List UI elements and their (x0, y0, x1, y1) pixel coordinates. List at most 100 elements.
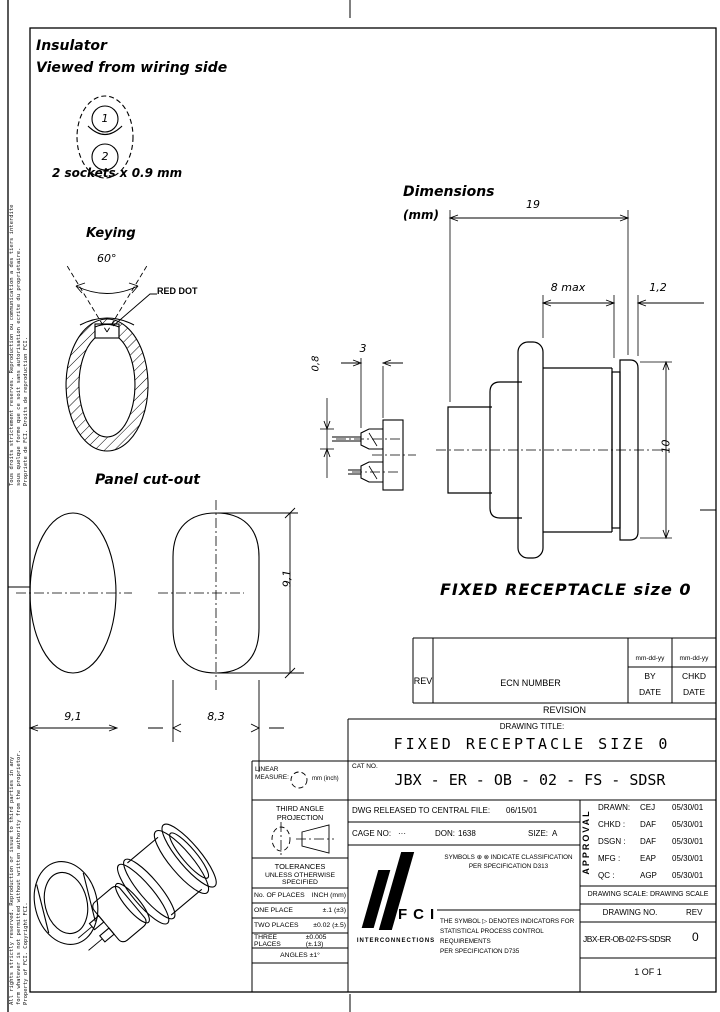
rev-label: REV (686, 908, 703, 917)
tolerance-row: TWO PLACES ±0.02 (±.5) (254, 918, 346, 933)
released-date: 06/15/01 (506, 806, 538, 815)
dimensions-units: (mm) (403, 208, 439, 222)
cutout-dd-height-dim: 9,1 (280, 569, 294, 588)
by-date-sub: DATE (638, 687, 662, 697)
symbols-note-line: PER SPECIFICATION D313 (468, 863, 549, 870)
tolerance-value: ±0.005 (±.13) (305, 933, 327, 948)
approval-name: EAP (640, 854, 657, 863)
margin-note-french-line: Tous droits strictement reserves. Reprod… (9, 204, 15, 486)
size-value: A (552, 829, 558, 838)
keying-view (65, 263, 157, 452)
approval-row: QC : AGP 05/30/01 (598, 871, 714, 886)
approval-role: CHKD : (598, 820, 626, 829)
bell-diameter-dim: 10 (659, 439, 673, 454)
approval-date: 05/30/01 (672, 871, 704, 880)
tolerance-value: ±.1 (±3) (322, 907, 346, 914)
tolerances-title: TOLERANCES (274, 862, 326, 871)
contact-detail-view (320, 358, 416, 491)
socket-number-2: 2 (101, 150, 109, 163)
cat-no-value: JBX - ER - OB - 02 - FS - SDSR (394, 771, 666, 789)
tolerance-label: ONE PLACE (254, 907, 293, 914)
keying-angle-dim: 60° (97, 252, 117, 265)
drawing-title-label: DRAWING TITLE: (499, 722, 565, 731)
rev-column-header: REV (413, 676, 433, 686)
insulator-caption: 2 sockets x 0.9 mm (52, 166, 183, 180)
socket-diameter-dim: 0,8 (310, 355, 322, 372)
spc-note-line: THE SYMBOL ▷ DENOTES INDICATORS FOR (440, 918, 575, 925)
approval-role: MFG : (598, 854, 621, 863)
ecn-column-header: ECN NUMBER (500, 678, 561, 688)
approval-date: 05/30/01 (672, 820, 704, 829)
projection-symbols (271, 771, 334, 856)
margin-note-french: Tous droits strictement reserves. Reprod… (9, 28, 30, 486)
tolerance-value: INCH (mm) (311, 892, 346, 899)
projection-label: THIRD ANGLE PROJECTION (276, 804, 324, 822)
insulator-subtitle: Viewed from wiring side (36, 60, 228, 76)
approval-row: MFG : EAP 05/30/01 (598, 854, 714, 869)
tolerance-row: ONE PLACE ±.1 (±3) (254, 903, 346, 918)
panel-cutout-view (16, 500, 304, 772)
approval-date: 05/30/01 (672, 837, 704, 846)
drawing-scale-label: DRAWING SCALE: DRAWING SCALE (587, 891, 709, 898)
chkd-column-header: CHKD (681, 671, 707, 681)
cage-no-value: ··· (398, 829, 406, 838)
fci-logo-subtext: INTERCONNECTIONS (356, 938, 436, 944)
linear-measure-label: LINEAR MEASURE: (255, 766, 289, 781)
drawing-no-label: DRAWING NO. (602, 908, 658, 917)
socket-number-1: 1 (101, 112, 109, 125)
insulator-view (76, 95, 134, 179)
revision-footer: REVISION (542, 705, 586, 715)
don-value: 1638 (458, 829, 476, 838)
margin-note-english: All rights strictly reserved. Reproducti… (9, 560, 30, 1005)
cat-no-label: CAT NO. (352, 763, 378, 770)
panel-cutout-title: Panel cut-out (95, 472, 200, 488)
sheet-frame (7, 0, 717, 1012)
title-block-grid (251, 637, 716, 992)
keying-title: Keying (86, 226, 136, 241)
approval-vertical-label: APPROVAL (581, 809, 591, 875)
symbols-note: SYMBOLS ⊕ ⊗ INDICATE CLASSIFICATION PER … (440, 853, 577, 871)
view-caption: FIXED RECEPTACLE size 0 (440, 580, 692, 599)
sheet-number: 1 OF 1 (634, 967, 662, 977)
by-column-header: BY (644, 671, 656, 681)
spc-note-line: PER SPECIFICATION D735 (440, 948, 520, 955)
margin-note-english-line: form whatever is not permitted without w… (16, 750, 22, 1005)
barrel-length-dim: 8 max (550, 281, 586, 294)
approval-row: DRAWN: CEJ 05/30/01 (598, 803, 714, 818)
tolerance-row: No. OF PLACES INCH (mm) (254, 888, 346, 903)
insulator-title: Insulator (36, 38, 107, 54)
tolerances-subtitle: UNLESS OTHERWISE SPECIFIED (264, 872, 336, 886)
tolerance-row: ANGLES ±1° (254, 948, 346, 963)
spc-note: THE SYMBOL ▷ DENOTES INDICATORS FOR STAT… (440, 917, 577, 957)
margin-note-french-line: Propriete de FCI. Droits de reproduction… (23, 336, 29, 486)
dimensions-title: Dimensions (403, 184, 495, 200)
approval-name: DAF (640, 820, 656, 829)
isometric-view (33, 823, 217, 951)
approval-row: DSGN : DAF 05/30/01 (598, 837, 714, 852)
released-label: DWG RELEASED TO CENTRAL FILE: (352, 806, 491, 815)
tolerance-label: THREE PLACES (254, 933, 281, 948)
approval-role: QC : (598, 871, 615, 880)
approval-role: DRAWN: (598, 803, 631, 812)
cutout-circle-width-dim: 9,1 (64, 710, 82, 723)
spc-note-line: STATISTICAL PROCESS CONTROL REQUIREMENTS (440, 928, 544, 945)
by-date-format: mm-dd-yy (635, 655, 665, 662)
approval-role: DSGN : (598, 837, 626, 846)
approval-row: CHKD : DAF 05/30/01 (598, 820, 714, 835)
drawing-no-value: JBX-ER-OB-02-FS-SDSR (583, 934, 671, 944)
tolerance-label: No. OF PLACES (254, 892, 305, 899)
cutout-dd-width-dim: 8,3 (207, 710, 225, 723)
margin-note-english-line: Property of FCI. Copyright FCI. (23, 902, 29, 1005)
tolerance-value: ±0.02 (±.5) (313, 922, 346, 929)
overall-length-dim: 19 (526, 198, 540, 211)
approval-name: DAF (640, 837, 656, 846)
chkd-date-format: mm-dd-yy (679, 655, 709, 662)
size-label: SIZE: (528, 829, 549, 838)
linear-measure-value: mm (inch) (312, 776, 339, 782)
contact-projection-dim: 3 (359, 342, 367, 355)
drawing-title: FIXED RECEPTACLE SIZE 0 (393, 735, 671, 753)
fci-logo-text: FCI (398, 906, 441, 923)
red-dot-label: RED DOT (157, 286, 198, 296)
